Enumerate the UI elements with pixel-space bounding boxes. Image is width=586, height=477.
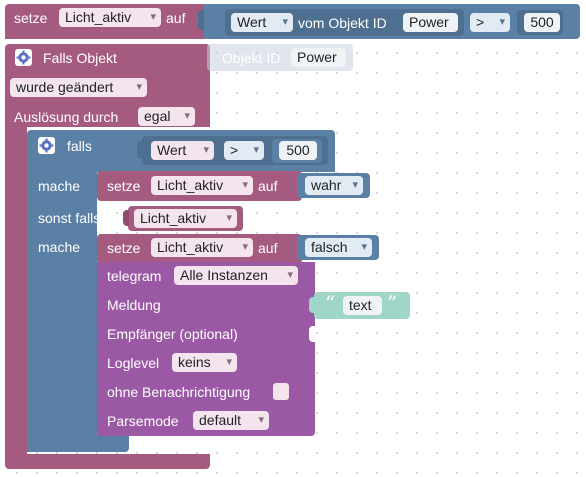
empfaenger-label: Empfänger (optional) (107, 326, 238, 342)
sonst-falls-label: sonst falls (38, 210, 101, 226)
telegram-block[interactable] (97, 262, 315, 436)
text-field[interactable]: text (343, 296, 382, 315)
set-false-setze-label: setze (107, 240, 141, 256)
wert-dropdown-top[interactable]: Wert (231, 13, 293, 32)
meldung-label: Meldung (107, 297, 161, 313)
wert-dropdown-if[interactable]: Wert (151, 141, 214, 160)
empfaenger-input-slot[interactable] (309, 326, 315, 342)
variable-dropdown-false[interactable]: Licht_aktiv (151, 238, 253, 257)
parsemode-label: Parsemode (107, 413, 179, 429)
if-settings-gear-icon[interactable] (38, 137, 55, 154)
if-block-bottom (27, 434, 129, 452)
loglevel-dropdown[interactable]: keins (172, 353, 237, 372)
compare-block-connector (198, 10, 204, 30)
falls-label: falls (67, 138, 92, 154)
object-id-field-trigger[interactable]: Power (291, 48, 346, 67)
telegram-instance-dropdown[interactable]: Alle Instanzen (174, 266, 298, 285)
quote-close: ” (387, 291, 398, 315)
bool-dropdown-false[interactable]: falsch (305, 238, 372, 257)
set-false-auf-label: auf (258, 240, 278, 256)
if-compare-connector (137, 141, 143, 159)
else-if-variable-connector (123, 210, 129, 226)
number-field-if[interactable]: 500 (279, 141, 317, 160)
condition-dropdown[interactable]: wurde geändert (10, 78, 147, 97)
setze-label: setze (14, 10, 48, 26)
operator-dropdown-top[interactable]: > (470, 13, 510, 32)
parsemode-dropdown[interactable]: default (193, 411, 269, 430)
variable-dropdown-else-if[interactable]: Licht_aktiv (134, 209, 237, 228)
loglevel-label: Loglevel (107, 355, 160, 371)
falls-objekt-label: Falls Objekt (43, 50, 117, 66)
variable-dropdown-top[interactable]: Licht_aktiv (59, 8, 161, 27)
auf-label: auf (166, 10, 186, 26)
set-true-setze-label: setze (107, 178, 141, 194)
trigger-settings-gear-icon[interactable] (15, 49, 32, 66)
quote-open: “ (325, 291, 336, 315)
operator-dropdown-if[interactable]: > (224, 141, 264, 160)
ausloesung-dropdown[interactable]: egal (138, 107, 195, 126)
telegram-label: telegram (107, 268, 162, 284)
objekt-id-label: Objekt ID (222, 50, 281, 66)
object-id-field-top[interactable]: Power (403, 13, 458, 32)
vom-objekt-label: vom Objekt ID (298, 15, 387, 31)
set-true-auf-label: auf (258, 178, 278, 194)
ohne-benachrichtigung-checkbox[interactable] (273, 383, 289, 400)
mache-label-1: mache (38, 178, 81, 194)
trigger-block-bottom (5, 454, 210, 469)
ausloesung-label: Auslösung durch (14, 109, 119, 125)
ohne-benachrichtigung-label: ohne Benachrichtigung (107, 384, 251, 400)
text-block-connector (309, 297, 315, 313)
variable-dropdown-true[interactable]: Licht_aktiv (151, 176, 253, 195)
trigger-block-spine (5, 126, 27, 462)
mache-label-2: mache (38, 239, 81, 255)
bool-dropdown-true[interactable]: wahr (305, 176, 363, 195)
number-field-top[interactable]: 500 (524, 13, 560, 32)
if-block-spine (27, 170, 97, 452)
